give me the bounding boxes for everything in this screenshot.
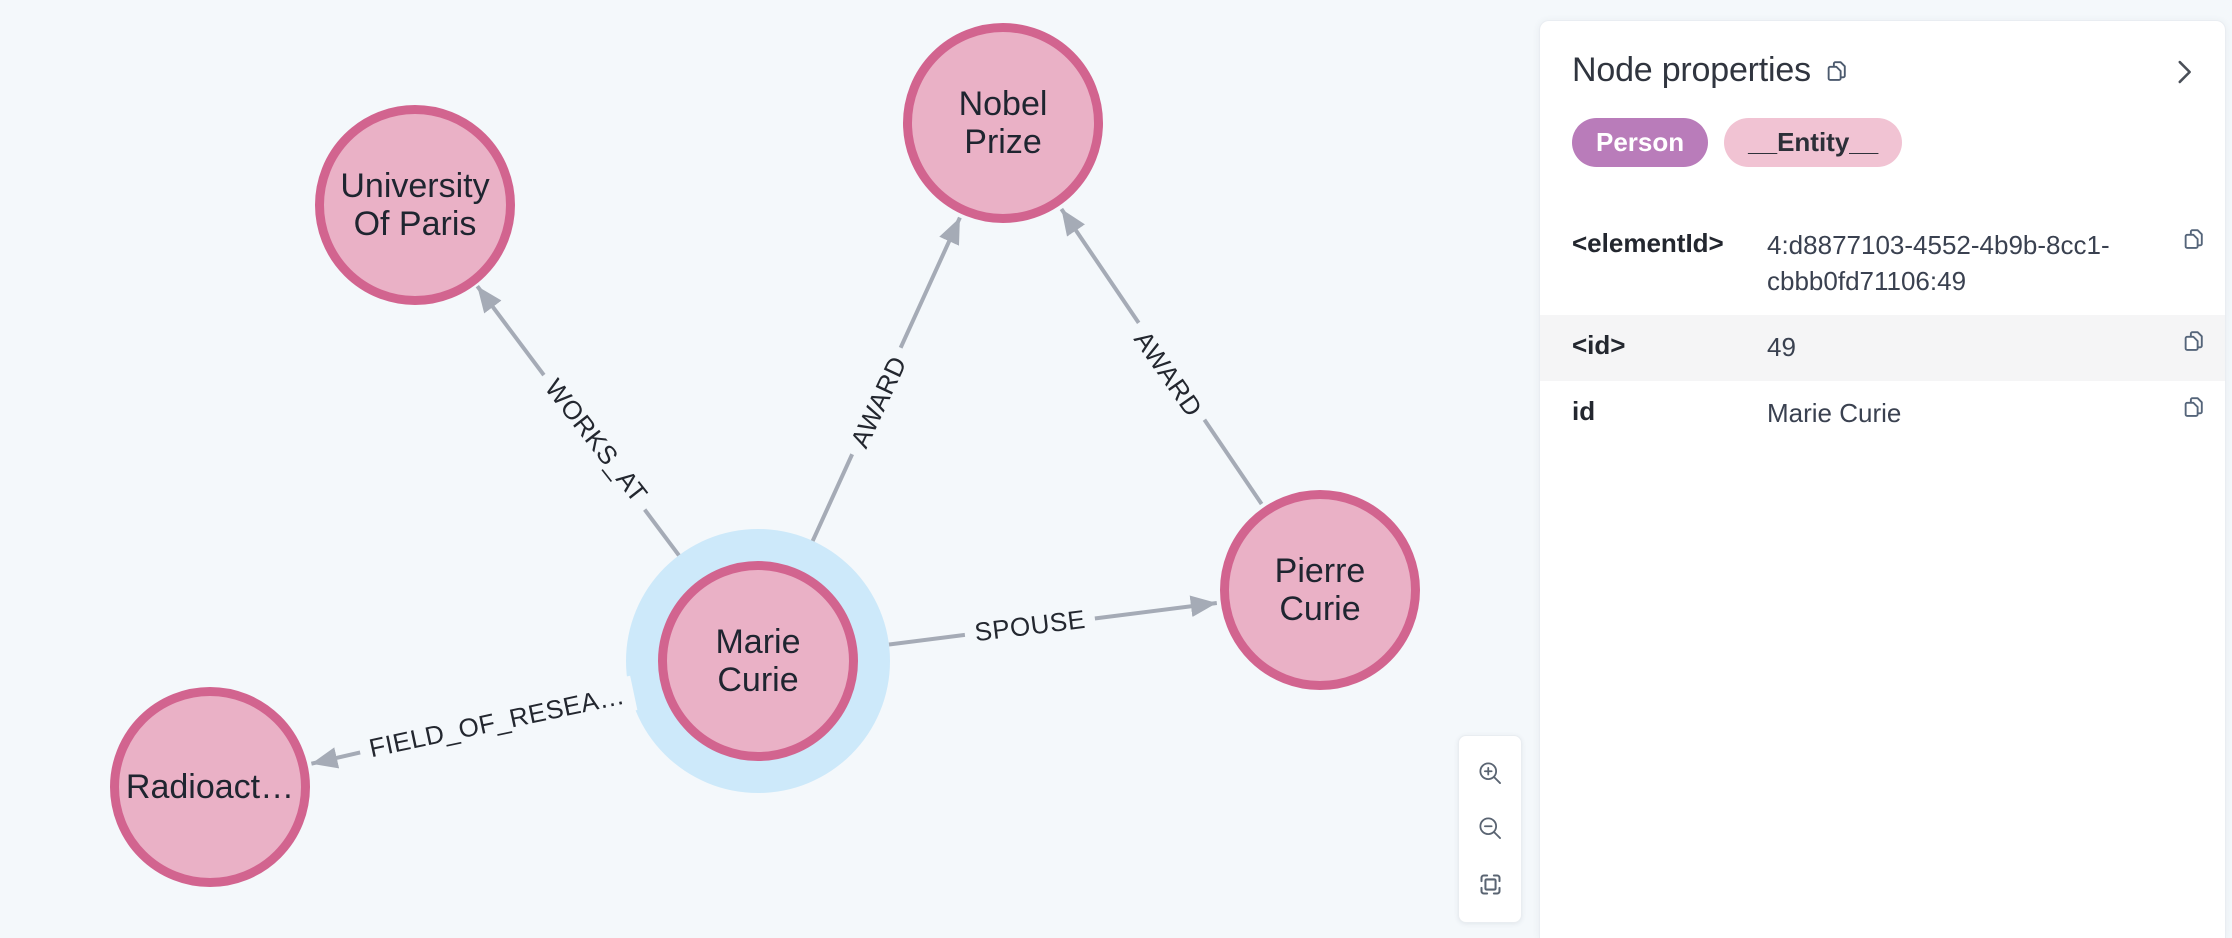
property-key: <elementId> xyxy=(1572,228,1724,258)
property-value: 4:d8877103-4552-4b9b-8cc1-cbbb0fd71106:4… xyxy=(1767,230,2110,296)
panel-header: Node properties xyxy=(1540,21,2225,90)
collapse-panel-button[interactable] xyxy=(2167,55,2201,92)
zoom-in-button[interactable] xyxy=(1470,754,1510,794)
copy-property-button[interactable] xyxy=(2182,226,2207,251)
node-label: University xyxy=(340,166,490,205)
node-label: Of Paris xyxy=(353,205,477,243)
node-label: Prize xyxy=(964,123,1042,161)
panel-title: Node properties xyxy=(1572,51,1811,89)
property-row-id: id Marie Curie xyxy=(1540,381,2225,447)
node-label-badges: Person __Entity__ xyxy=(1572,118,2225,167)
zoom-in-icon xyxy=(1478,762,1501,785)
fit-to-screen-icon xyxy=(1479,874,1501,895)
node-nobel-prize[interactable]: Nobel Prize xyxy=(903,23,1103,223)
node-properties-panel: Node properties Person __Entity__ <eleme… xyxy=(1539,20,2226,938)
node-label-badge-person: Person xyxy=(1572,118,1709,167)
node-university-of-paris[interactable]: University Of Paris xyxy=(315,105,515,305)
node-label: Curie xyxy=(1279,590,1361,628)
node-marie-curie[interactable]: Marie Curie xyxy=(658,561,858,761)
node-label: Nobel xyxy=(958,84,1048,123)
property-row-elementid: <elementId> 4:d8877103-4552-4b9b-8cc1-cb… xyxy=(1540,213,2225,315)
zoom-controls xyxy=(1458,735,1522,923)
fit-to-screen-button[interactable] xyxy=(1470,864,1510,904)
property-row-id-internal: <id> 49 xyxy=(1540,314,2225,381)
copy-all-properties-button[interactable] xyxy=(1825,58,1850,83)
copy-icon xyxy=(2184,330,2203,351)
zoom-out-button[interactable] xyxy=(1470,809,1510,849)
copy-icon xyxy=(2184,229,2203,249)
chevron-right-icon xyxy=(2178,60,2191,84)
properties-table: <elementId> 4:d8877103-4552-4b9b-8cc1-cb… xyxy=(1540,213,2225,447)
node-label: Pierre xyxy=(1274,551,1366,590)
node-label: Marie xyxy=(715,622,801,661)
copy-icon xyxy=(1827,61,1846,81)
property-value: Marie Curie xyxy=(1767,397,1902,428)
node-radioactivity[interactable]: Radioact… xyxy=(110,687,310,887)
node-label-badge-entity: __Entity__ xyxy=(1724,118,1903,167)
copy-property-button[interactable] xyxy=(2182,328,2207,353)
property-key: <id> xyxy=(1572,329,1626,360)
copy-icon xyxy=(2184,396,2203,417)
property-key: id xyxy=(1572,395,1596,426)
node-label: Curie xyxy=(717,661,799,699)
node-pierre-curie[interactable]: Pierre Curie xyxy=(1220,490,1420,690)
node-label: Radioact… xyxy=(125,767,295,806)
copy-property-button[interactable] xyxy=(2182,394,2207,419)
property-value: 49 xyxy=(1767,331,1796,362)
zoom-out-icon xyxy=(1478,817,1501,840)
